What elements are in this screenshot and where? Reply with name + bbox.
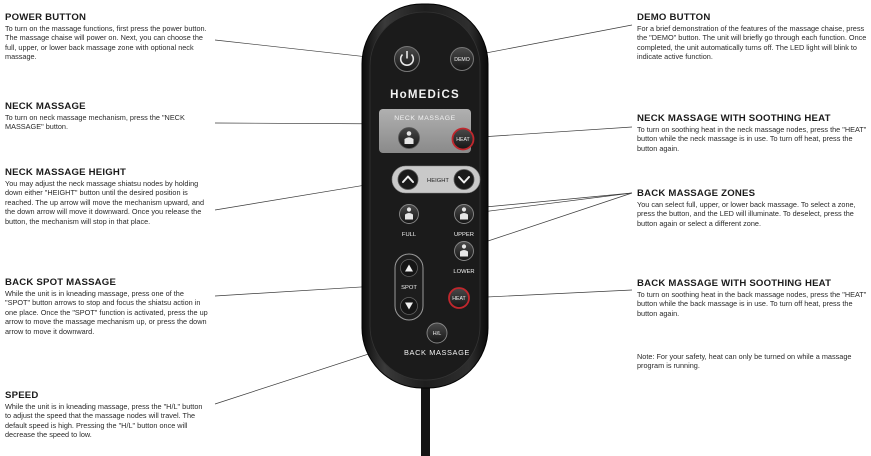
zone-full-button[interactable]: [399, 204, 419, 224]
full-body-icon: [405, 207, 413, 220]
callout-text: While the unit is in kneading massage, p…: [5, 289, 208, 336]
zone-upper-label: UPPER: [454, 232, 474, 238]
safety-note: Note: For your safety, heat can only be …: [637, 352, 867, 371]
callout-title: NECK MASSAGE: [5, 101, 86, 112]
neck-heat-label: HEAT: [456, 137, 470, 143]
spot-up-button[interactable]: [400, 259, 418, 277]
height-down-button[interactable]: [453, 169, 475, 190]
callout-neck-massage-heat: NECK MASSAGE WITH SOOTHING HEAT To turn …: [637, 113, 867, 153]
hl-label: H/L: [433, 331, 441, 337]
back-heat-label: HEAT: [452, 296, 466, 302]
neck-massage-button[interactable]: [398, 127, 420, 149]
callout-back-spot-massage: BACK SPOT MASSAGE While the unit is in k…: [5, 277, 210, 336]
callout-title: NECK MASSAGE HEIGHT: [5, 167, 127, 178]
person-icon: [404, 131, 414, 144]
callout-speed: SPEED While the unit is in kneading mass…: [5, 390, 210, 440]
triangle-up-icon: [405, 264, 413, 272]
callout-title: POWER BUTTON: [5, 12, 87, 23]
power-cord: [421, 380, 430, 456]
demo-button[interactable]: DEMO: [450, 47, 474, 71]
demo-label: DEMO: [454, 57, 470, 63]
neck-massage-label: NECK MASSAGE: [394, 115, 456, 122]
spot-down-button[interactable]: [400, 297, 418, 315]
lower-body-icon: [460, 244, 468, 257]
leader-zone-upper: [465, 192, 633, 215]
callout-back-massage-heat: BACK MASSAGE WITH SOOTHING HEAT To turn …: [637, 278, 867, 318]
neck-heat-button[interactable]: HEAT: [451, 127, 475, 151]
callout-power-button: POWER BUTTON To turn on the massage func…: [5, 12, 210, 62]
zone-upper-button[interactable]: [454, 204, 474, 224]
leader-back-heat: [465, 289, 633, 299]
callout-neck-massage-height: NECK MASSAGE HEIGHT You may adjust the n…: [5, 167, 210, 226]
upper-body-icon: [460, 207, 468, 220]
callout-title: DEMO BUTTON: [637, 12, 711, 23]
callout-text: To turn on the massage functions, first …: [5, 24, 207, 62]
triangle-down-icon: [405, 302, 413, 310]
callout-demo-button: DEMO BUTTON For a brief demonstration of…: [637, 12, 867, 62]
callout-neck-massage: NECK MASSAGE To turn on neck massage mec…: [5, 101, 215, 132]
callout-text: To turn on soothing heat in the neck mas…: [637, 125, 867, 153]
zone-lower-label: LOWER: [453, 269, 474, 275]
brand-logo: HoMEDiCS: [390, 89, 460, 101]
back-massage-label: BACK MASSAGE: [404, 348, 470, 357]
leader-zone-lower: [466, 192, 633, 249]
callout-title: BACK SPOT MASSAGE: [5, 277, 117, 288]
back-heat-button[interactable]: HEAT: [448, 287, 470, 309]
callout-text: You may adjust the neck massage shiatsu …: [5, 179, 205, 226]
callout-text: While the unit is in kneading massage, p…: [5, 402, 203, 440]
callout-title: SPEED: [5, 390, 39, 401]
callout-text: To turn on soothing heat in the back mas…: [637, 290, 867, 318]
callout-title: BACK MASSAGE WITH SOOTHING HEAT: [637, 278, 832, 289]
callout-text: To turn on neck massage mechanism, press…: [5, 113, 185, 132]
callout-title: BACK MASSAGE ZONES: [637, 188, 756, 199]
callout-text: For a brief demonstration of the feature…: [637, 24, 867, 62]
power-button[interactable]: [394, 46, 420, 72]
speed-hl-button[interactable]: H/L: [426, 322, 448, 344]
callout-back-massage-zones: BACK MASSAGE ZONES You can select full, …: [637, 188, 869, 228]
remote-control: DEMO HoMEDiCS NECK MASSAGE HEAT HEIGHT F…: [361, 3, 489, 456]
chevron-down-icon: [458, 176, 470, 184]
leader-demo: [464, 24, 633, 58]
height-label: HEIGHT: [427, 178, 449, 184]
callout-text: You can select full, upper, or lower bac…: [637, 200, 856, 228]
zone-lower-button[interactable]: [454, 241, 474, 261]
leader-neck-heat: [464, 126, 633, 139]
callout-title: NECK MASSAGE WITH SOOTHING HEAT: [637, 113, 831, 124]
spot-label: SPOT: [401, 285, 417, 291]
zone-full-label: FULL: [402, 232, 417, 238]
power-icon: [399, 51, 415, 66]
height-up-button[interactable]: [397, 169, 419, 190]
chevron-up-icon: [402, 175, 414, 183]
safety-note-text: Note: For your safety, heat can only be …: [637, 352, 852, 371]
